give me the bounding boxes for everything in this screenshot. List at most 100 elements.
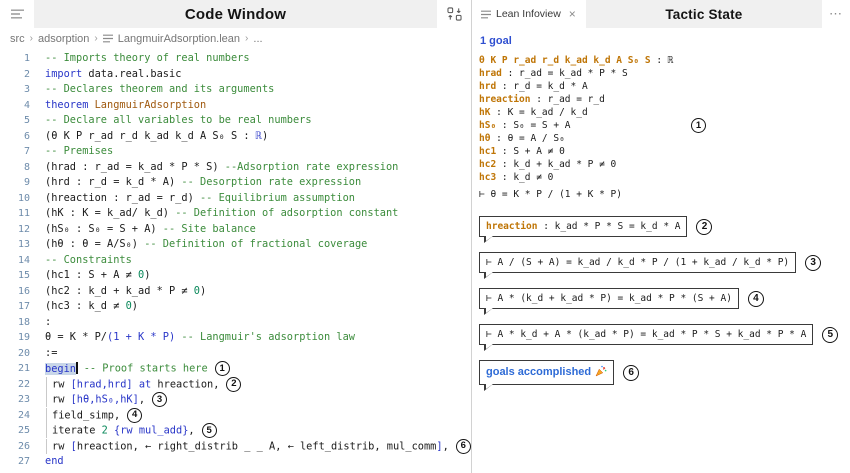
line-number[interactable]: 17 [17, 301, 30, 312]
code-line[interactable]: 7 -- Premises [0, 144, 471, 160]
close-icon[interactable]: × [568, 7, 576, 21]
line-number[interactable]: 19 [17, 332, 30, 343]
code-line[interactable]: 15 (hc1 : S + A ≠ 0) [0, 268, 471, 284]
line-number[interactable]: 1 [23, 53, 30, 64]
hypothesis-name: hreaction [486, 221, 538, 232]
line-number[interactable]: 21 [17, 363, 30, 374]
code-line[interactable]: 14 -- Constraints [0, 253, 471, 269]
line-number[interactable]: 7 [23, 146, 30, 157]
code-line-content[interactable]: rw [hreaction, ← right_distrib _ _ A, ← … [45, 438, 471, 455]
line-number[interactable]: 5 [23, 115, 30, 126]
line-number[interactable]: 24 [17, 409, 30, 421]
code-line[interactable]: 24 field_simp,4 [0, 407, 471, 424]
code-line-content[interactable]: -- Imports theory of real numbers [45, 51, 250, 67]
code-line-content[interactable]: (hrad : r_ad = k_ad * P * S) --Adsorptio… [45, 160, 398, 176]
line-number[interactable]: 10 [17, 192, 30, 204]
code-line-content[interactable]: : [45, 315, 51, 331]
code-line[interactable]: 9 (hrd : r_d = k_d * A) -- Desorption rat… [0, 175, 471, 191]
code-line-content[interactable]: := [45, 346, 57, 362]
line-number[interactable]: 8 [23, 161, 30, 173]
code-line-content[interactable]: (hK : K = k_ad/ k_d) -- Definition of ad… [45, 206, 398, 222]
menu-icon[interactable] [0, 9, 34, 19]
code-line-content[interactable]: field_simp,4 [45, 407, 143, 424]
line-number[interactable]: 23 [17, 394, 30, 405]
code-line[interactable]: 22 rw [hrad,hrd] at hreaction,2 [0, 376, 471, 393]
code-line-content[interactable]: -- Constraints [45, 253, 132, 269]
code-token: theorem [45, 98, 89, 111]
tab-lean-infoview[interactable]: Lean Infoview × [472, 7, 586, 21]
code-line[interactable]: 23 rw [hθ,hS₀,hK],3 [0, 392, 471, 408]
code-line[interactable]: 1 -- Imports theory of real numbers [0, 51, 471, 67]
line-number[interactable]: 26 [17, 440, 30, 452]
line-number[interactable]: 13 [17, 239, 30, 250]
breadcrumb-item[interactable]: src [10, 32, 25, 45]
code-line-content[interactable]: rw [hθ,hS₀,hK],3 [45, 392, 168, 408]
code-line[interactable]: 27 end [0, 454, 471, 470]
code-line-content[interactable]: (hc3 : k_d ≠ 0) [45, 299, 138, 315]
code-editor[interactable]: 1 -- Imports theory of real numbers 2 impor… [0, 49, 471, 473]
code-line[interactable]: 17 (hc3 : k_d ≠ 0) [0, 299, 471, 315]
code-line[interactable]: 12 (hS₀ : S₀ = S + A) -- Site balance [0, 222, 471, 238]
line-number[interactable]: 6 [23, 130, 30, 142]
line-number[interactable]: 22 [17, 378, 30, 390]
code-token: -- Definition of adsorption constant [175, 207, 399, 219]
code-line[interactable]: 2 import data.real.basic [0, 67, 471, 83]
code-token: field_simp, [52, 409, 121, 421]
code-line[interactable]: 4 theorem LangmuirAdsorption [0, 98, 471, 114]
code-line-content[interactable]: θ = K * P/(1 + K * P) -- Langmuir's adso… [45, 330, 355, 346]
breadcrumb-file[interactable]: LangmuirAdsorption.lean [117, 32, 241, 45]
code-line[interactable]: 11 (hK : K = k_ad/ k_d) -- Definition of … [0, 206, 471, 222]
line-number[interactable]: 2 [23, 68, 30, 80]
code-line-content[interactable]: -- Declare all variables to be real numb… [45, 113, 312, 129]
code-line[interactable]: 26 rw [hreaction, ← right_distrib _ _ A, … [0, 438, 471, 455]
code-line-content[interactable]: (hreaction : r_ad = r_d) -- Equilibrium … [45, 191, 355, 207]
more-menu-icon[interactable]: ⋯ [829, 6, 843, 21]
code-line[interactable]: 10 (hreaction : r_ad = r_d) -- Equilibriu… [0, 191, 471, 207]
code-line-content[interactable]: import data.real.basic [45, 67, 181, 83]
code-line[interactable]: 13 (hθ : θ = A/S₀) -- Definition of fract… [0, 237, 471, 253]
line-number[interactable]: 12 [17, 223, 30, 235]
line-number[interactable]: 9 [23, 177, 30, 188]
code-line[interactable]: 19 θ = K * P/(1 + K * P) -- Langmuir's ad… [0, 330, 471, 346]
code-line-content[interactable]: end [45, 454, 64, 470]
breadcrumb-more[interactable]: ... [253, 32, 263, 45]
code-line-content[interactable]: theorem LangmuirAdsorption [45, 98, 206, 114]
code-line-content[interactable]: -- Declares theorem and its arguments [45, 82, 274, 98]
code-line-content[interactable]: rw [hrad,hrd] at hreaction,2 [45, 376, 242, 393]
code-line-content[interactable]: (hc1 : S + A ≠ 0) [45, 268, 150, 284]
goal-text: ⊢ A * k_d + A * (k_ad * P) = k_ad * P * … [486, 329, 807, 340]
code-line[interactable]: 25 iterate 2 {rw mul_add},5 [0, 423, 471, 439]
line-number[interactable]: 25 [17, 425, 30, 436]
line-number[interactable]: 15 [17, 270, 30, 281]
code-line-content[interactable]: -- Premises [45, 144, 113, 160]
code-line[interactable]: 6 (θ K P r_ad r_d k_ad k_d A S₀ S : ℝ) [0, 129, 471, 145]
code-token: , [442, 440, 449, 452]
line-number[interactable]: 11 [17, 208, 30, 219]
line-number[interactable]: 18 [17, 316, 30, 328]
line-number[interactable]: 16 [17, 285, 30, 297]
code-line[interactable]: 3 -- Declares theorem and its arguments [0, 82, 471, 98]
code-line[interactable]: 18: [0, 315, 471, 331]
code-line-content[interactable]: (hS₀ : S₀ = S + A) -- Site balance [45, 222, 256, 238]
code-line-content[interactable]: (hθ : θ = A/S₀) -- Definition of fractio… [45, 237, 367, 253]
line-number[interactable]: 27 [17, 456, 30, 467]
code-line-content[interactable]: iterate 2 {rw mul_add},5 [45, 423, 217, 439]
code-line[interactable]: 8 (hrad : r_ad = k_ad * P * S) --Adsorpti… [0, 160, 471, 176]
code-line-content[interactable]: (hrd : r_d = k_d * A) -- Desorption rate… [45, 175, 361, 191]
breadcrumb[interactable]: src›adsorption›LangmuirAdsorption.lean›.… [0, 28, 471, 49]
code-line[interactable]: 5 -- Declare all variables to be real num… [0, 113, 471, 129]
line-number[interactable]: 4 [23, 99, 30, 111]
code-line[interactable]: 20 := [0, 346, 471, 362]
breadcrumb-item[interactable]: adsorption [38, 32, 90, 45]
line-number[interactable]: 3 [23, 84, 30, 95]
hypothesis-row: hreaction : r_ad = r_d [479, 93, 850, 106]
line-number[interactable]: 14 [17, 254, 30, 266]
open-changes-icon[interactable] [437, 7, 471, 21]
code-window-title: Code Window [184, 5, 287, 23]
code-line[interactable]: 16 (hc2 : k_d + k_ad * P ≠ 0) [0, 284, 471, 300]
code-line-content[interactable]: (θ K P r_ad r_d k_ad k_d A S₀ S : ℝ) [45, 129, 268, 145]
line-number[interactable]: 20 [17, 347, 30, 359]
code-line-content[interactable]: (hc2 : k_d + k_ad * P ≠ 0) [45, 284, 206, 300]
